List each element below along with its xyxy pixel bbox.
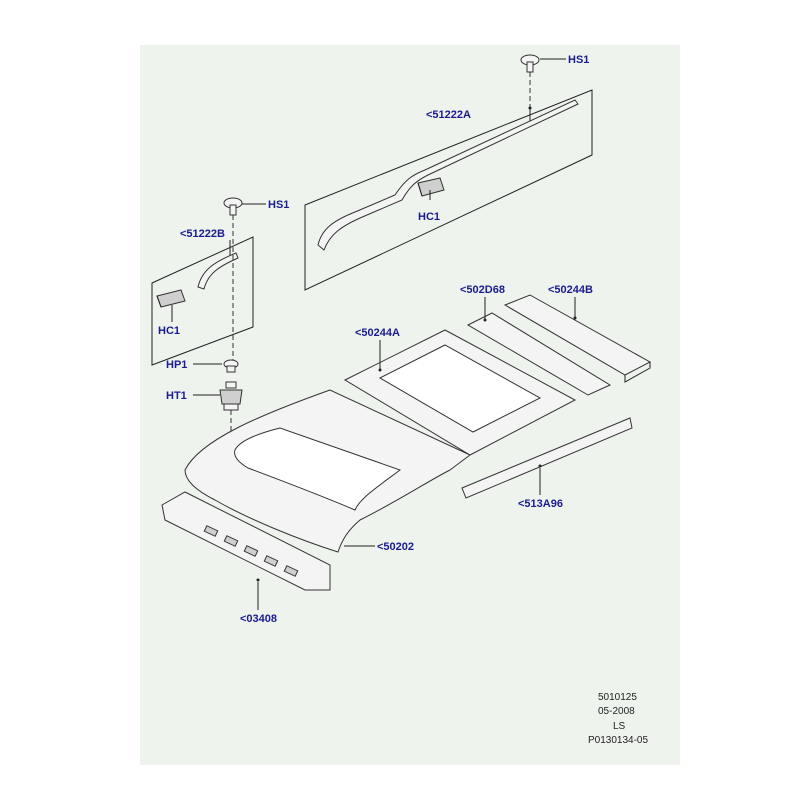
screw-hs1-top <box>520 54 540 110</box>
screw-hs1-left <box>223 197 243 360</box>
callout-50202: <50202 <box>377 541 414 553</box>
callout-ht1: HT1 <box>166 390 187 402</box>
callout-hc1-left: HC1 <box>158 325 180 337</box>
bow-502d68 <box>466 312 612 396</box>
callout-hs1-left: HS1 <box>268 199 289 211</box>
cross-member-slots <box>203 525 299 577</box>
group-frame-51222a <box>304 89 593 291</box>
callout-513a96: <513A96 <box>518 498 563 510</box>
clip-hc1-left <box>156 289 186 308</box>
footer-line-2: 05-2008 <box>598 706 635 717</box>
callout-03408: <03408 <box>240 613 277 625</box>
leader-lines <box>171 58 577 610</box>
callout-hc1-right: HC1 <box>418 211 440 223</box>
plug-hp1 <box>223 359 239 373</box>
nut-ht1 <box>219 381 243 445</box>
group-frame-51222b <box>151 236 254 366</box>
roof-panel-50202 <box>184 389 471 553</box>
callout-50244a: <50244A <box>355 327 400 339</box>
callout-hp1: HP1 <box>166 359 187 371</box>
callout-51222a: <51222A <box>426 109 471 121</box>
frame-50244a <box>343 329 577 456</box>
footer-reference: 5010125 05-2008 LS P0130134-05 <box>588 692 648 746</box>
roof-rail-51222a <box>317 99 579 251</box>
callout-51222b: <51222B <box>180 228 225 240</box>
callout-50244b: <50244B <box>548 284 593 296</box>
footer-line-3: LS <box>613 721 626 732</box>
callout-502d68: <502D68 <box>460 284 505 296</box>
footer-line-1: 5010125 <box>598 692 637 703</box>
roof-rail-51222b <box>197 252 239 290</box>
cross-member-03408 <box>161 491 331 591</box>
callout-hs1-top: HS1 <box>568 54 589 66</box>
rail-513a96 <box>461 417 633 499</box>
clip-hc1-right <box>417 177 445 197</box>
footer-line-4: P0130134-05 <box>588 735 648 746</box>
header-50244b <box>503 294 652 383</box>
callout-labels: HS1 <51222A HC1 HS1 <51222B HC1 HP1 HT1 … <box>158 54 593 625</box>
